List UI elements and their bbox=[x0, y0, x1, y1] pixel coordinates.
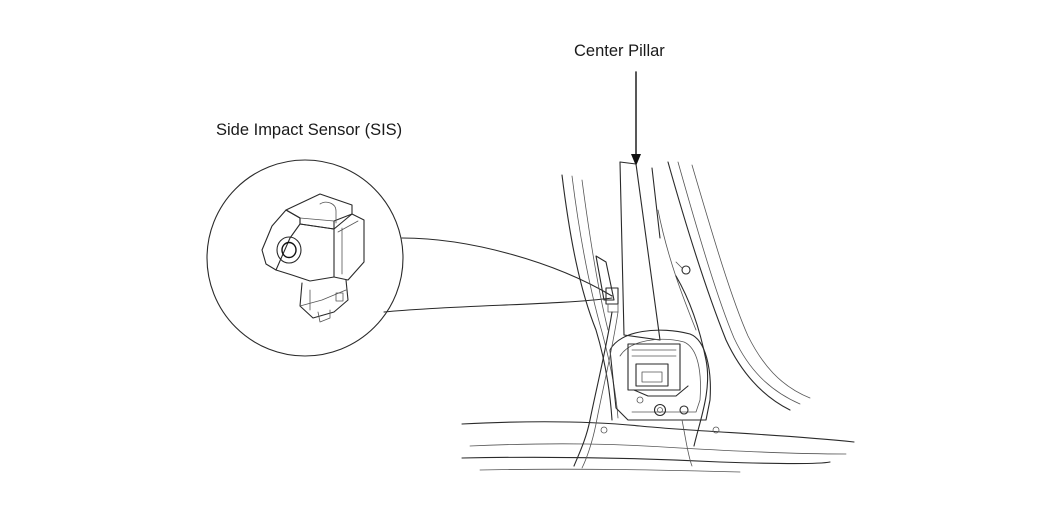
center-pillar-arrow bbox=[631, 71, 641, 166]
side-impact-sensor-illustration bbox=[261, 193, 365, 323]
sensor-callout-leader bbox=[383, 237, 613, 313]
side-impact-sensor-label: Side Impact Sensor (SIS) bbox=[216, 121, 403, 139]
center-pillar-label: Center Pillar bbox=[574, 42, 665, 60]
sensor-detail-circle bbox=[206, 159, 404, 357]
center-pillar-structure bbox=[461, 161, 855, 473]
